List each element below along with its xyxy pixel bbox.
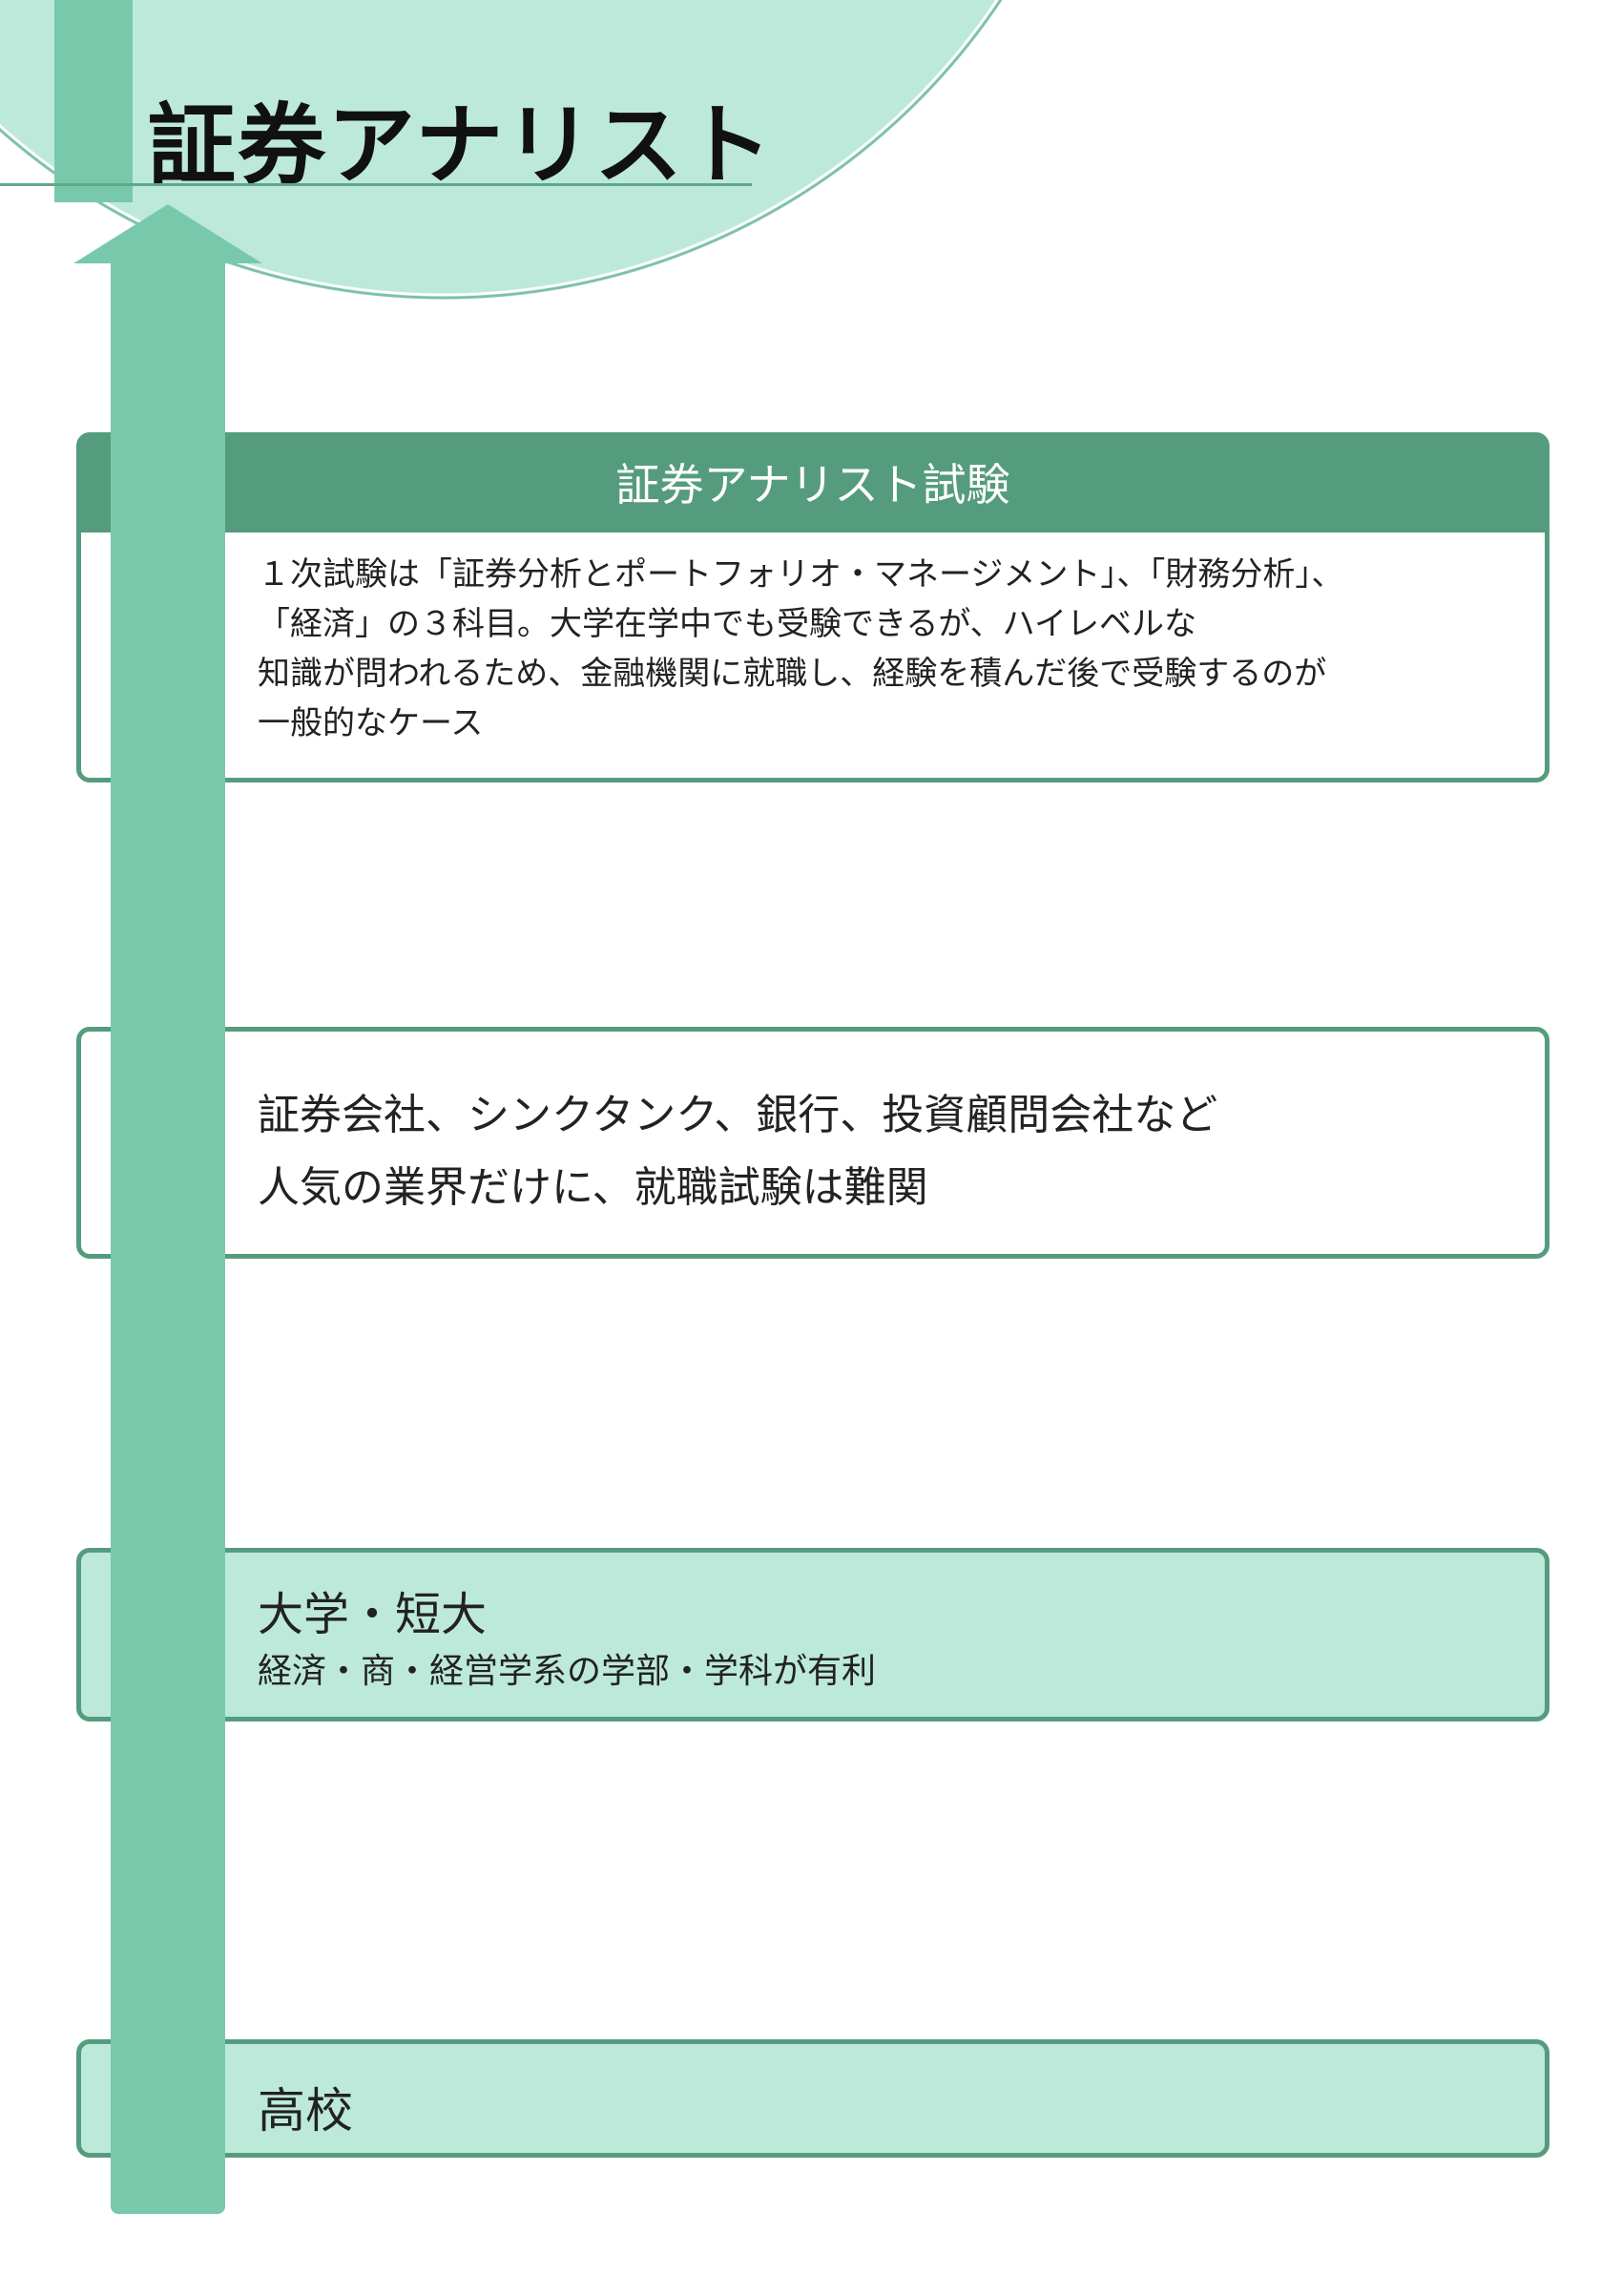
description-line: 一般的なケース [258, 704, 484, 742]
description-line: 知識が問われるため、金融機関に就職し、経験を積んだ後で受験するのが [258, 655, 1327, 693]
step-card-description: 証券会社、シンクタンク、銀行、投資顧問会社など 人気の業界だけに、就職試験は難関 [258, 1079, 1526, 1224]
step-card-title: 大学・短大 [258, 1588, 488, 1641]
step-card-high-school: 高校 [76, 2039, 1549, 2158]
step-card-employment: 証券会社、シンクタンク、銀行、投資顧問会社など 人気の業界だけに、就職試験は難関 [76, 1027, 1549, 1259]
step-card-description: １次試験は「証券分析とポートフォリオ・マネージメント」、「財務分析」、 「経済」… [258, 550, 1526, 748]
description-line: 証券会社、シンクタンク、銀行、投資顧問会社など [258, 1091, 1218, 1139]
description-line: １次試験は「証券分析とポートフォリオ・マネージメント」、「財務分析」、 [258, 555, 1344, 594]
page-title: 証券アナリスト [148, 94, 775, 197]
title-underline [0, 183, 752, 186]
arrow-up-icon [73, 204, 262, 263]
description-line: 人気の業界だけに、就職試験は難関 [258, 1163, 928, 1212]
step-card-exam: 証券アナリスト試験 １次試験は「証券分析とポートフォリオ・マネージメント」、「財… [76, 432, 1549, 783]
career-path-arrow-shaft [111, 261, 225, 2214]
step-card-heading: 証券アナリスト試験 [81, 437, 1545, 532]
step-card-title: 高校 [258, 2083, 353, 2139]
title-accent-bar [54, 0, 133, 202]
description-line: 「経済」の３科目。大学在学中でも受験できるが、ハイレベルな [258, 605, 1196, 643]
step-card-university: 大学・短大 経済・商・経営学系の学部・学科が有利 [76, 1548, 1549, 1722]
step-card-subtitle: 経済・商・経営学系の学部・学科が有利 [258, 1652, 877, 1691]
